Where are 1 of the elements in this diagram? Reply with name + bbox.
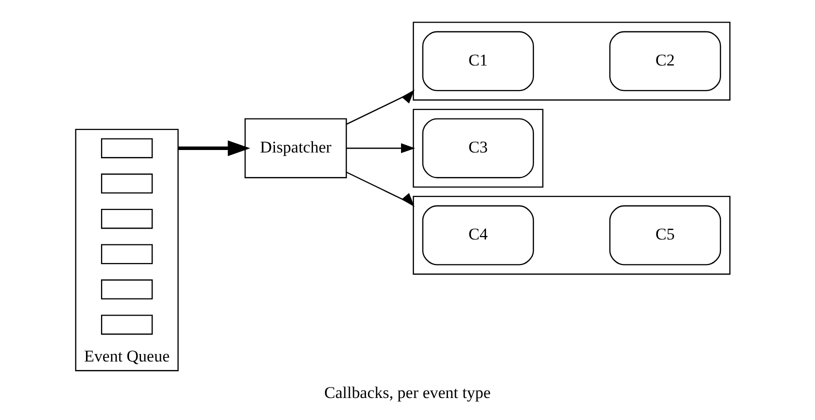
caption: Callbacks, per event type (324, 382, 491, 402)
